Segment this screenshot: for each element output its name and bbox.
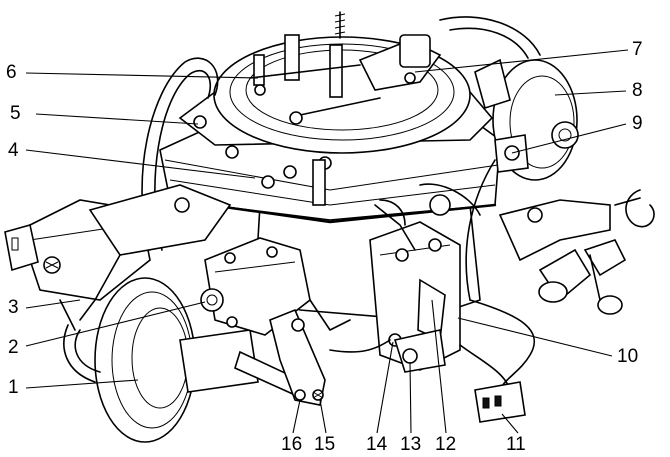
callout-5: 5: [10, 103, 21, 124]
callout-7: 7: [632, 39, 643, 60]
wiring-harness: [329, 159, 536, 423]
left-vacuum-unit: [4, 184, 232, 331]
callout-13: 13: [400, 434, 422, 455]
callout-11: 11: [506, 434, 526, 455]
leader-lines: [25, 49, 629, 434]
callout-14: 14: [366, 434, 388, 455]
callout-16: 16: [281, 434, 303, 455]
callout-9: 9: [632, 113, 643, 134]
callout-12: 12: [435, 434, 457, 455]
callout-2: 2: [8, 337, 19, 358]
callout-15: 15: [314, 434, 336, 455]
callout-1: 1: [8, 377, 19, 398]
throttle-positioner: [369, 199, 461, 373]
accelerator-pump: [200, 237, 311, 336]
callout-6: 6: [6, 62, 17, 83]
callout-8: 8: [632, 80, 643, 101]
coolant-connector: [419, 183, 655, 315]
choke-diaphragm: [439, 16, 579, 181]
callout-10: 10: [617, 346, 639, 367]
callout-3: 3: [8, 297, 19, 318]
throttle-lever: [269, 299, 351, 406]
callout-4: 4: [8, 140, 19, 161]
